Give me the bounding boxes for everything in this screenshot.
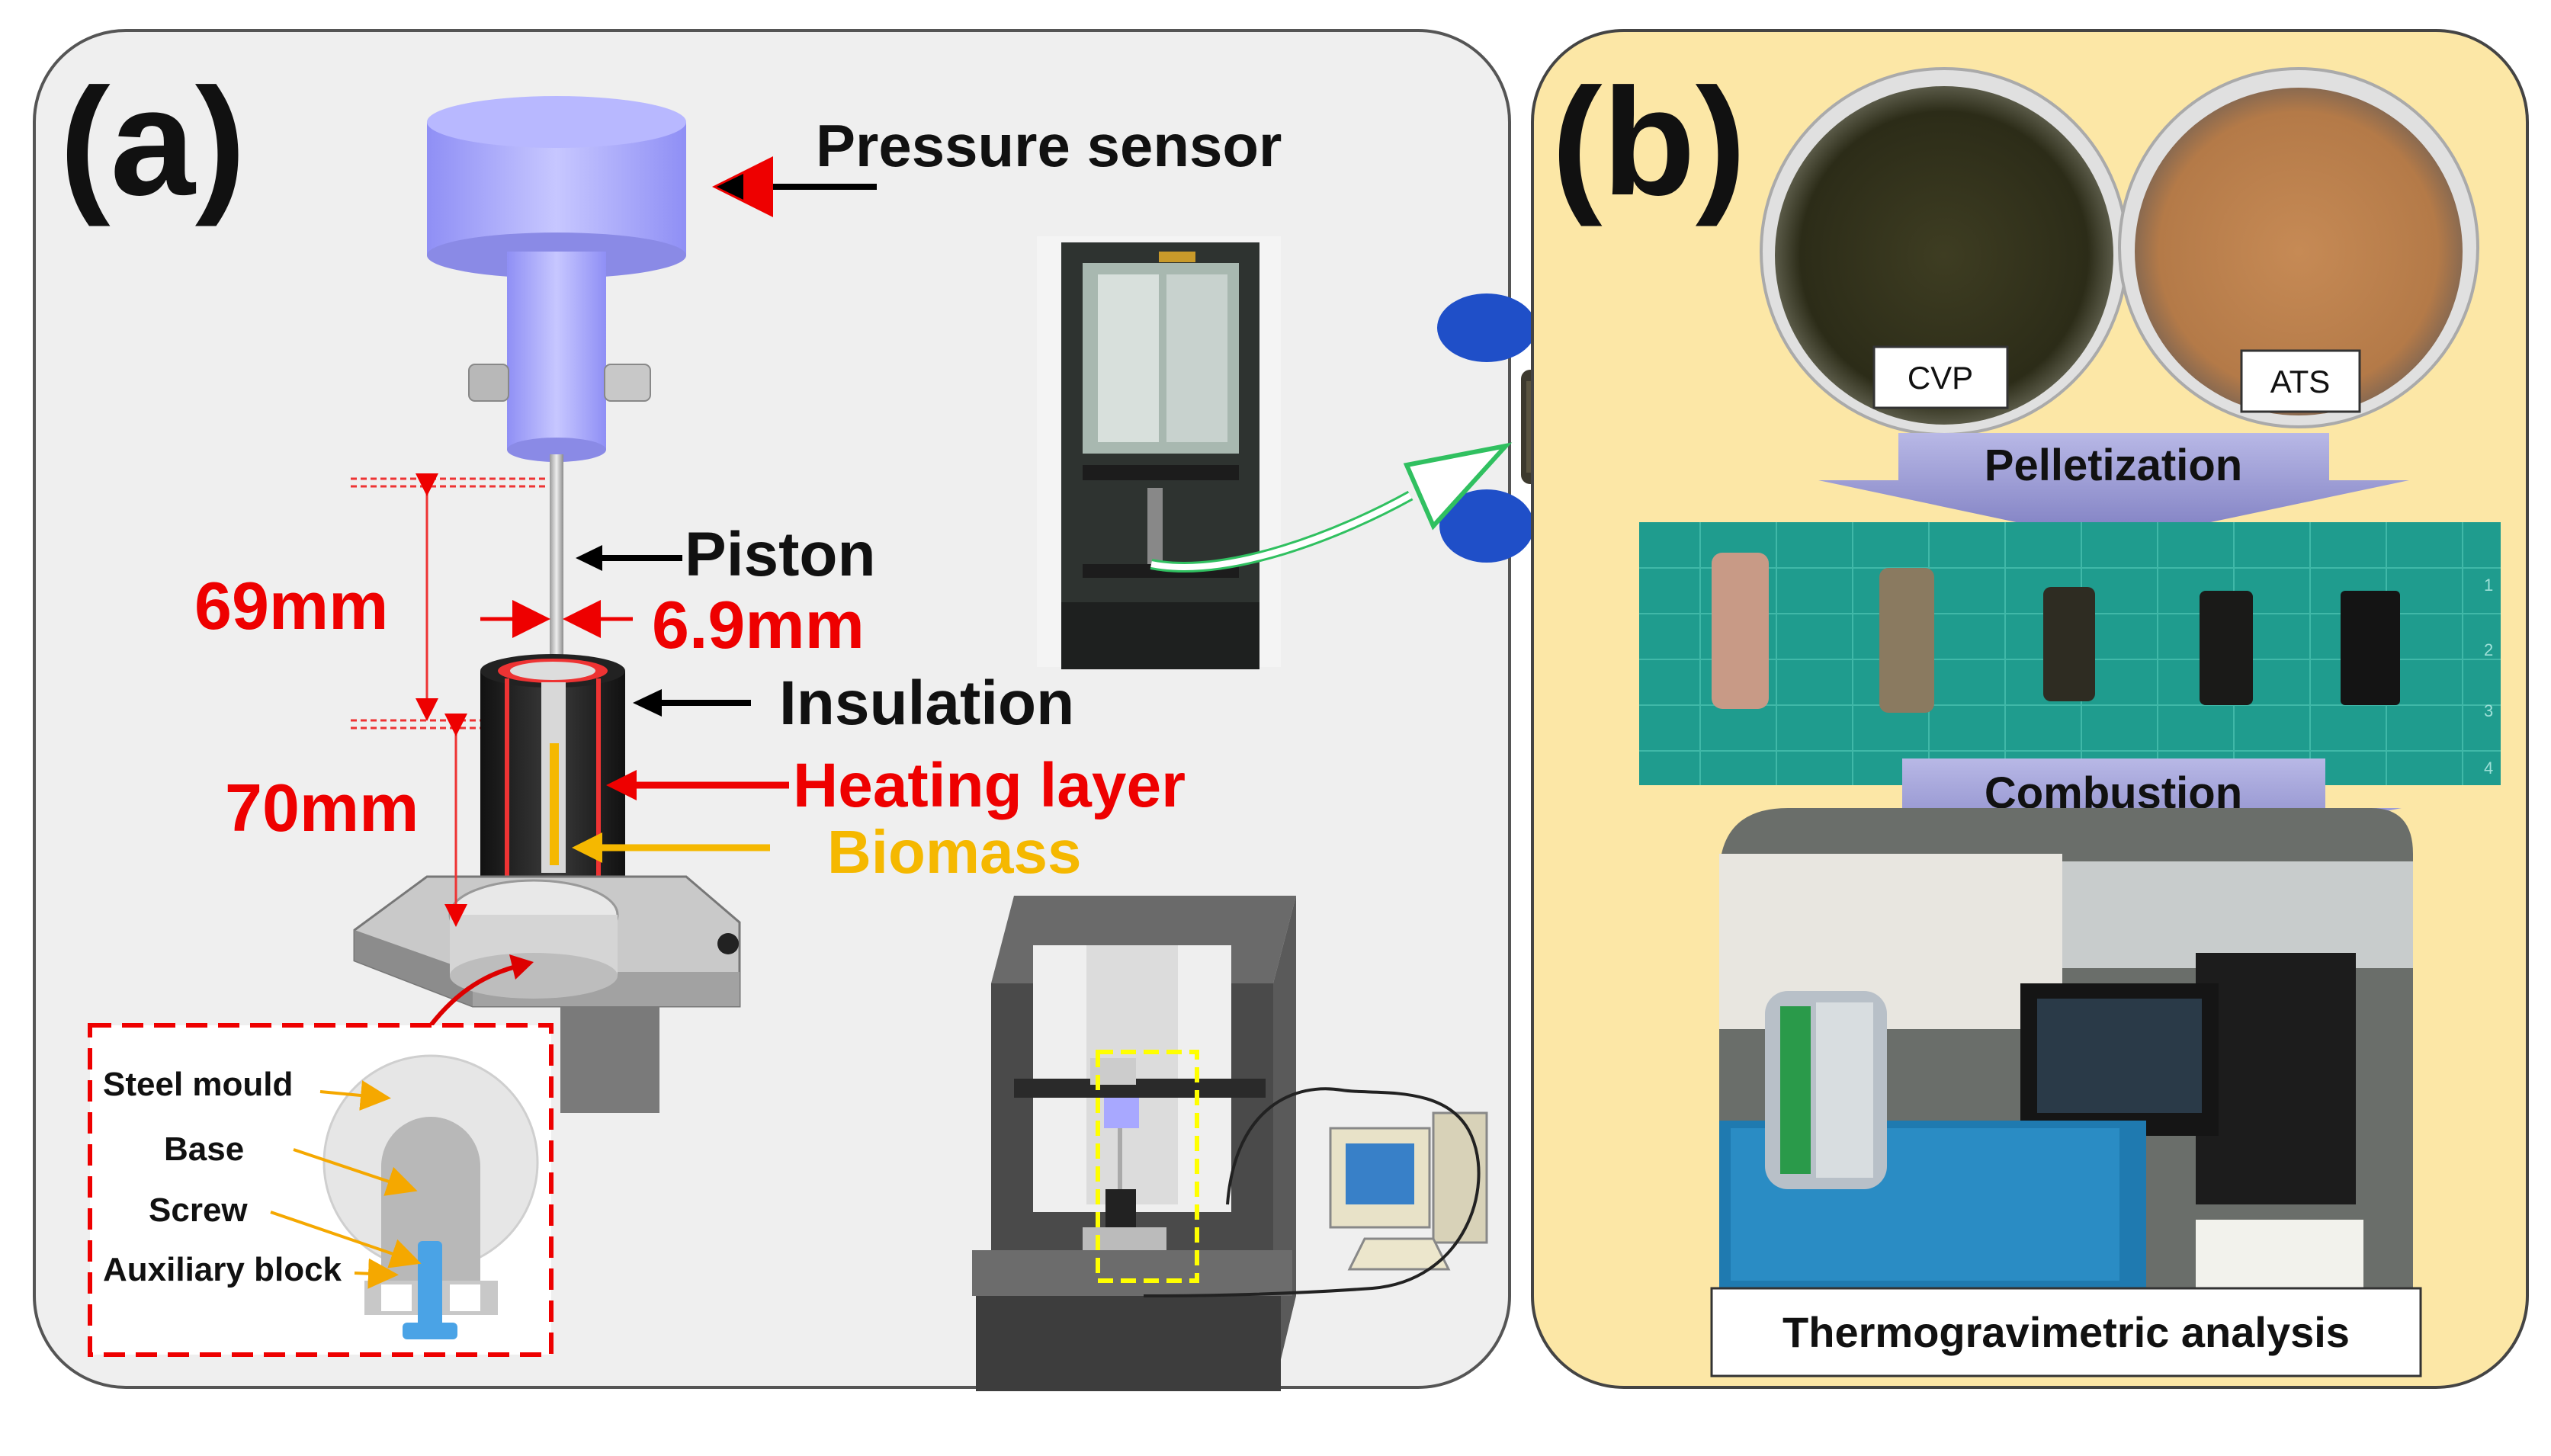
testing-machine-photo — [1037, 236, 1281, 669]
dim-6-9-label: 6.9mm — [652, 587, 865, 662]
insulation-label: Insulation — [779, 669, 1074, 738]
mould-cylinder — [480, 654, 625, 903]
pelletization-label: Pelletization — [1985, 441, 2242, 490]
dim-70-label: 70mm — [225, 770, 419, 845]
inset-screw-label: Screw — [149, 1191, 248, 1229]
ats-dish — [2118, 67, 2479, 428]
inset-base-label: Base — [164, 1130, 244, 1168]
tga-label-box — [1710, 1287, 2422, 1377]
piston-arrowhead — [576, 545, 602, 571]
piston-rod — [550, 454, 563, 694]
computer-icon — [1329, 1111, 1488, 1271]
cvp-dish — [1760, 67, 2129, 436]
heating-layer-label: Heating layer — [793, 751, 1186, 820]
green-curve-arrow-inner — [1150, 492, 1412, 570]
pressure-sensor-label: Pressure sensor — [816, 112, 1282, 179]
machine-cable — [1143, 1087, 1481, 1297]
tga-photo — [1719, 808, 2413, 1288]
ruler-number-3: 3 — [2484, 701, 2493, 720]
mould-base — [353, 875, 741, 1113]
biomass-label: Biomass — [827, 818, 1081, 886]
pressure-sensor — [427, 96, 686, 462]
pressure-sensor-arrowhead — [717, 174, 743, 200]
cvp-label: CVP — [1908, 360, 1973, 396]
panel-b-letter: (b) — [1551, 57, 1746, 227]
insulation-arrowhead — [633, 689, 662, 717]
machine-3d-render — [972, 896, 1296, 1391]
dim-69-label: 69mm — [194, 568, 388, 643]
mould-inset — [88, 1023, 554, 1357]
biomass-arrowhead — [572, 832, 602, 863]
ruler-number-4: 4 — [2484, 758, 2493, 778]
ruler-number-2: 2 — [2484, 640, 2493, 659]
pelletization-arrow — [1818, 433, 2409, 543]
inset-steel-mould-label: Steel mould — [103, 1066, 293, 1103]
pellets-photo — [1639, 522, 2501, 785]
heating-layer-arrowhead — [606, 770, 637, 800]
panel-a-letter: (a) — [59, 57, 245, 227]
inset-auxiliary-block-label: Auxiliary block — [103, 1251, 342, 1288]
tga-label: Thermogravimetric analysis — [1782, 1308, 2350, 1356]
ats-label: ATS — [2270, 364, 2331, 399]
ruler-number-1: 1 — [2484, 576, 2493, 595]
inset-pointer-arrowhead — [509, 954, 534, 980]
piston-label: Piston — [685, 520, 876, 589]
green-curve-arrowhead — [1403, 442, 1513, 531]
